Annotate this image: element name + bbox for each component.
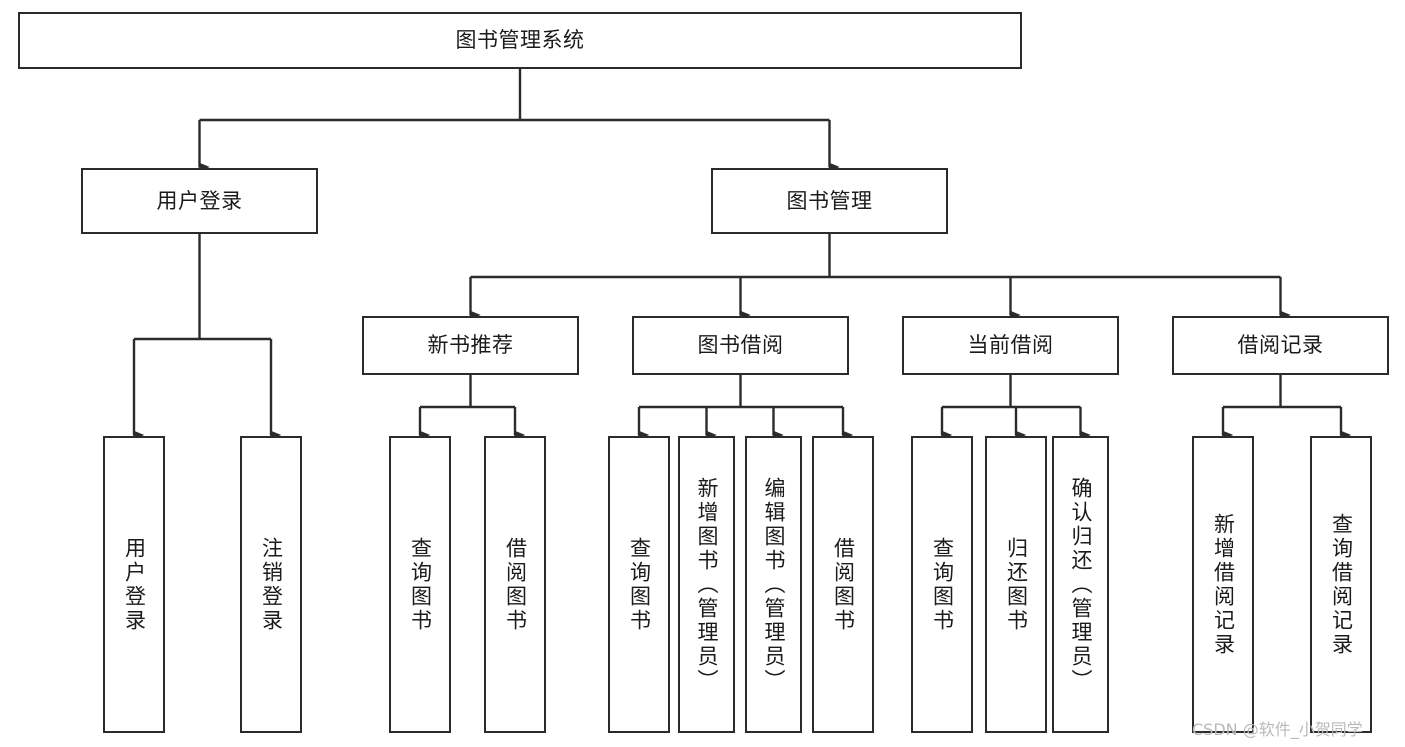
node-leaf-edit-book[interactable]: 编辑图书（管理员） — [745, 436, 802, 733]
node-label: 查询图书 — [930, 536, 955, 633]
node-root[interactable]: 图书管理系统 — [18, 12, 1022, 69]
node-book-manage[interactable]: 图书管理 — [711, 168, 948, 234]
node-borrow-record[interactable]: 借阅记录 — [1172, 316, 1389, 375]
edge-paths — [132, 69, 1352, 440]
node-label: 借阅图书 — [503, 536, 528, 633]
node-leaf-borrow-book-2[interactable]: 借阅图书 — [812, 436, 874, 733]
node-leaf-logout[interactable]: 注销登录 — [240, 436, 302, 733]
node-leaf-query-record[interactable]: 查询借阅记录 — [1310, 436, 1372, 733]
node-label: 确认归还（管理员） — [1069, 476, 1093, 693]
node-label: 查询图书 — [408, 536, 433, 633]
node-label: 图书管理系统 — [455, 28, 585, 53]
node-new-book-rec[interactable]: 新书推荐 — [362, 316, 579, 375]
node-leaf-add-record[interactable]: 新增借阅记录 — [1192, 436, 1254, 733]
node-label: 新增图书（管理员） — [695, 476, 719, 693]
watermark-text: CSDN @软件_小贺同学 — [1192, 720, 1363, 739]
node-label: 图书管理 — [786, 188, 873, 213]
node-label: 查询借阅记录 — [1329, 512, 1354, 657]
node-label: 编辑图书（管理员） — [762, 476, 786, 693]
node-label: 借阅图书 — [831, 536, 856, 633]
node-leaf-borrow-book-1[interactable]: 借阅图书 — [484, 436, 546, 733]
node-leaf-query-book-2[interactable]: 查询图书 — [608, 436, 670, 733]
node-leaf-query-book-1[interactable]: 查询图书 — [389, 436, 451, 733]
node-leaf-add-book[interactable]: 新增图书（管理员） — [678, 436, 735, 733]
node-user-login[interactable]: 用户登录 — [81, 168, 318, 234]
node-label: 注销登录 — [259, 536, 284, 633]
node-label: 用户登录 — [122, 536, 147, 633]
node-leaf-confirm-return[interactable]: 确认归还（管理员） — [1052, 436, 1109, 733]
node-label: 查询图书 — [627, 536, 652, 633]
node-leaf-query-book-3[interactable]: 查询图书 — [911, 436, 973, 733]
node-label: 新书推荐 — [427, 333, 514, 358]
node-book-borrow[interactable]: 图书借阅 — [632, 316, 849, 375]
node-label: 图书借阅 — [697, 333, 784, 358]
node-current-borrow[interactable]: 当前借阅 — [902, 316, 1119, 375]
node-label: 新增借阅记录 — [1211, 512, 1236, 657]
node-label: 借阅记录 — [1237, 333, 1324, 358]
node-label: 用户登录 — [156, 188, 243, 213]
node-label: 归还图书 — [1004, 536, 1029, 633]
node-leaf-return-book[interactable]: 归还图书 — [985, 436, 1047, 733]
node-leaf-user-login[interactable]: 用户登录 — [103, 436, 165, 733]
node-label: 当前借阅 — [967, 333, 1054, 358]
